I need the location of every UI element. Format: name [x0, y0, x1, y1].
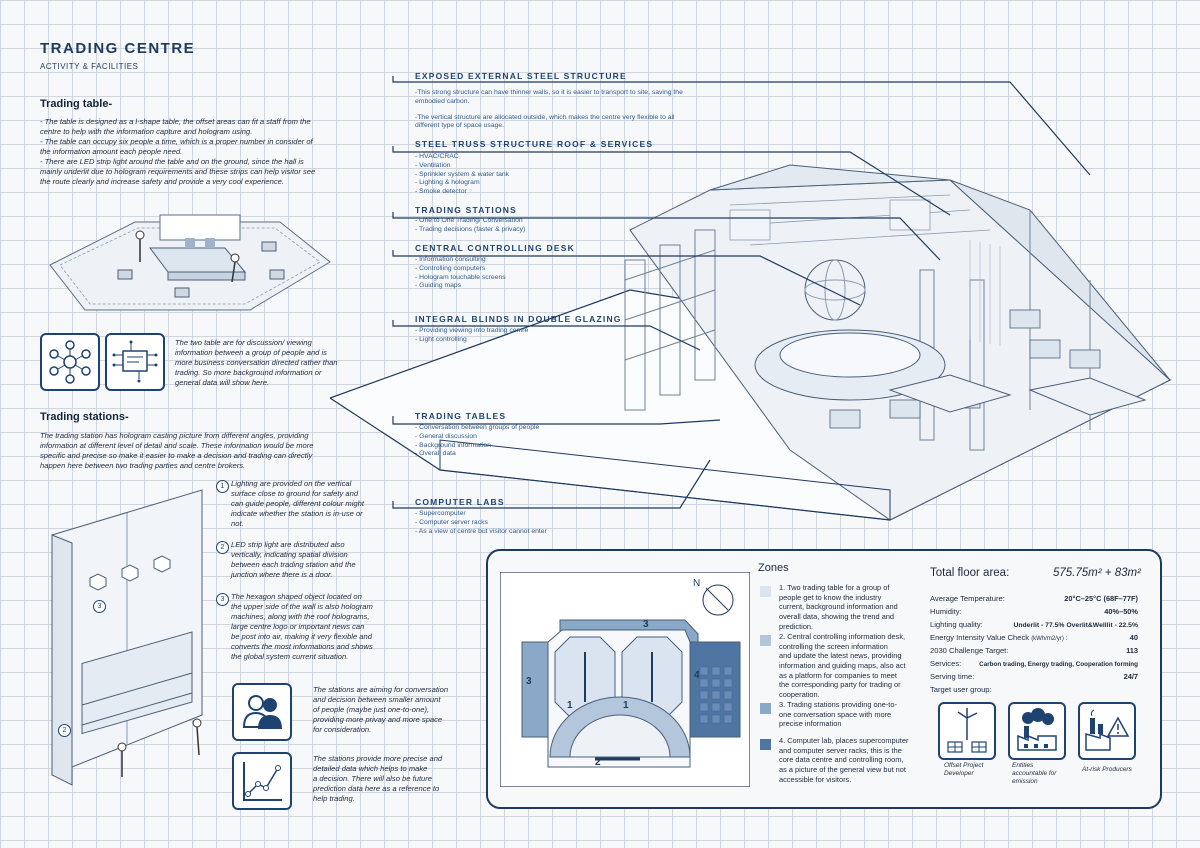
plan-zone-label: 1: [567, 700, 573, 711]
people-icon: [232, 683, 292, 741]
stat-value: 113: [1126, 646, 1138, 655]
zone-3-text: 3. Trading stations providing one-to-one…: [779, 700, 897, 729]
stat-value: 40%–50%: [1104, 607, 1138, 616]
stations-people-note: The stations are aiming for conversation…: [313, 685, 449, 735]
zone-2-text: 2. Central controlling information desk,…: [779, 632, 906, 699]
stat-label: 2030 Challenge Target:: [930, 646, 1009, 655]
building-axonometric: [330, 164, 1172, 521]
stat-value: 20°C–25°C (68F–77F): [1064, 594, 1138, 603]
point-2-text: LED strip light are distributed also ver…: [231, 540, 356, 580]
stat-value: 40: [1129, 633, 1138, 642]
page-title: TRADING CENTRE: [40, 40, 196, 57]
point-3-number: 3: [216, 593, 229, 606]
callout-computer-labs: COMPUTER LABS - Supercomputer - Computer…: [415, 497, 547, 535]
callout-integral-blinds: INTEGRAL BLINDS IN DOUBLE GLAZING - Prov…: [415, 314, 622, 343]
network-icon: [40, 333, 100, 391]
stat-label: Energy Intensity Value Check (kWh/m2/yr)…: [930, 633, 1068, 642]
trading-station-wall-illustration: [51, 489, 203, 786]
zones-heading: Zones: [758, 562, 789, 574]
stat-value: Underlit - 77.5% Overlit&Welllit - 22.5%: [1013, 622, 1138, 629]
zone-4-swatch: [760, 739, 771, 750]
marker-3: 3: [93, 600, 106, 613]
stat-label: Average Temperature:: [930, 594, 1005, 603]
point-1-text: Lighting are provided on the vertical su…: [231, 479, 364, 529]
point-2-number: 2: [216, 541, 229, 554]
plan-zone-label: 3: [643, 619, 649, 630]
stat-label: Services:: [930, 659, 962, 668]
callout-truss-roof: STEEL TRUSS STRUCTURE ROOF & SERVICES - …: [415, 139, 654, 196]
north-label: N: [693, 578, 701, 589]
trading-stations-heading: Trading stations-: [40, 411, 129, 423]
trading-stations-text: The trading station has hologram casting…: [40, 431, 314, 471]
page-subtitle: ACTIVITY & FACILITIES: [40, 62, 139, 71]
callout-central-desk: CENTRAL CONTROLLING DESK - Information c…: [415, 243, 575, 290]
plan-zone-label: 2: [595, 757, 601, 768]
circuit-screen-icon: [105, 333, 165, 391]
plan-zone-label: 1: [623, 700, 629, 711]
marker-2: 2: [58, 724, 71, 737]
stat-label: Serving time:: [930, 672, 975, 681]
zone-2-swatch: [760, 635, 771, 646]
stat-label: Lighting quality:: [930, 620, 983, 629]
zone-3-swatch: [760, 703, 771, 714]
zone-1-swatch: [760, 586, 771, 597]
line-chart-icon: [232, 752, 292, 810]
stat-value: Carbon trading, Energy trading, Cooperat…: [979, 661, 1138, 668]
point-3-text: The hexagon shaped object located on the…: [231, 592, 373, 662]
floor-area-label: Total floor area:: [930, 567, 1010, 579]
trading-table-illustration: [49, 214, 331, 311]
stat-value: 24/7: [1123, 672, 1138, 681]
factory-emission-icon: [1008, 702, 1066, 760]
callout-trading-tables: TRADING TABLES - Conversation between gr…: [415, 411, 540, 458]
plan-zone-label: 3: [526, 676, 532, 687]
trading-table-text: - The table is designed as a l-shape tab…: [40, 117, 316, 187]
callout-steel-structure: EXPOSED EXTERNAL STEEL STRUCTURE -This s…: [415, 71, 683, 130]
trading-table-heading: Trading table-: [40, 98, 113, 110]
factory-warning-icon: [1078, 702, 1136, 760]
callout-trading-stations: TRADING STATIONS - One to One Trading/ C…: [415, 205, 526, 233]
floor-area-value: 575.75m² + 83m²: [1053, 567, 1141, 579]
stat-label: Humidity:: [930, 607, 962, 616]
stat-label: Target user group:: [930, 685, 992, 694]
user-caption: At-risk Producers: [1082, 766, 1132, 773]
floor-plan: [500, 572, 750, 787]
point-1-number: 1: [216, 480, 229, 493]
plan-zone-label: 4: [694, 670, 700, 681]
wind-solar-icon: [938, 702, 996, 760]
stations-chart-note: The stations provide more precise and de…: [313, 754, 443, 804]
table-icon-note: The two table are for discussion/ viewin…: [175, 338, 338, 388]
